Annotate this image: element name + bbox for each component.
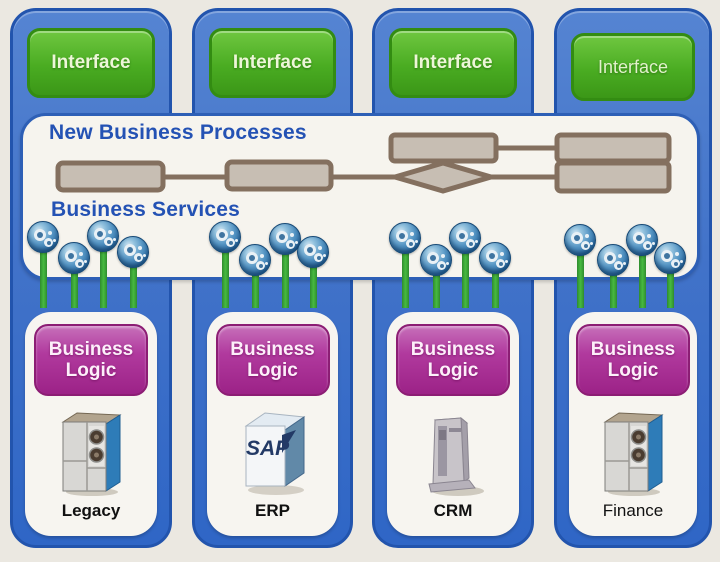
service-sphere-icon bbox=[389, 222, 421, 254]
interface-box: Interface bbox=[209, 28, 336, 98]
service-sphere-icon bbox=[297, 236, 329, 268]
system-label: Finance bbox=[602, 501, 664, 520]
service-stem-connector bbox=[433, 260, 440, 308]
service-stem-connector bbox=[282, 239, 289, 308]
business-logic-box: Business Logic bbox=[576, 324, 690, 396]
business-logic-label: Business bbox=[410, 338, 496, 360]
service-sphere-icon bbox=[564, 224, 596, 256]
interface-label: Interface bbox=[597, 56, 669, 77]
service-stem-connector bbox=[310, 252, 317, 308]
interface-box: Interface bbox=[571, 33, 695, 101]
interface-box: Interface bbox=[27, 28, 155, 98]
business-logic-label: Business bbox=[590, 338, 676, 360]
service-sphere-icon bbox=[87, 220, 119, 252]
services-title: Business Services bbox=[51, 198, 241, 221]
service-stem-connector bbox=[252, 260, 259, 308]
business-logic-box: Business Logic bbox=[396, 324, 510, 396]
system-panel: Business Logic bbox=[25, 312, 157, 536]
service-stem-connector bbox=[40, 237, 47, 308]
service-sphere-icon bbox=[117, 236, 149, 268]
interface-label: Interface bbox=[232, 52, 313, 73]
service-sphere-icon bbox=[209, 221, 241, 253]
business-logic-label: Business bbox=[230, 338, 315, 360]
service-stem-connector bbox=[577, 240, 584, 308]
sap-box-icon: SAP bbox=[238, 404, 308, 500]
business-logic-label: Logic bbox=[427, 360, 479, 381]
system-label: Legacy bbox=[61, 501, 121, 520]
system-label: CRM bbox=[433, 501, 473, 520]
business-logic-label: Business bbox=[48, 338, 134, 360]
system-label: ERP bbox=[255, 501, 290, 520]
service-sphere-icon bbox=[626, 224, 658, 256]
service-sphere-icon bbox=[27, 221, 59, 253]
business-logic-box: Business Logic bbox=[215, 324, 330, 396]
service-stem-connector bbox=[130, 252, 137, 308]
system-panel: Business Logic bbox=[569, 312, 697, 536]
service-stem-connector bbox=[492, 258, 499, 308]
service-stem-connector bbox=[71, 258, 78, 308]
interface-box: Interface bbox=[389, 28, 517, 98]
svg-text:SAP: SAP bbox=[246, 437, 290, 460]
service-sphere-icon bbox=[420, 244, 452, 276]
service-stem-connector bbox=[462, 238, 469, 308]
processes-title: New Business Processes bbox=[49, 121, 307, 144]
service-stem-connector bbox=[639, 240, 646, 308]
service-sphere-icon bbox=[269, 223, 301, 255]
mainframe-icon bbox=[598, 404, 668, 500]
business-logic-label: Logic bbox=[607, 360, 659, 381]
business-logic-box: Business Logic bbox=[34, 324, 148, 396]
interface-label: Interface bbox=[413, 52, 493, 73]
system-panel: Business Logic CRM bbox=[387, 312, 519, 536]
system-column-legacy: Interface Business Logic bbox=[10, 8, 172, 548]
service-stem-connector bbox=[610, 260, 617, 308]
tower-server-icon bbox=[418, 404, 488, 500]
service-sphere-icon bbox=[654, 242, 686, 274]
service-sphere-icon bbox=[597, 244, 629, 276]
service-sphere-icon bbox=[479, 242, 511, 274]
service-sphere-icon bbox=[58, 242, 90, 274]
business-logic-label: Logic bbox=[65, 360, 117, 381]
system-panel: Business Logic SAP ERP bbox=[207, 312, 338, 536]
business-logic-label: Logic bbox=[247, 360, 298, 381]
service-sphere-icon bbox=[239, 244, 271, 276]
service-stem-connector bbox=[667, 258, 674, 308]
mainframe-icon bbox=[56, 404, 126, 500]
service-stem-connector bbox=[222, 237, 229, 308]
service-stem-connector bbox=[100, 236, 107, 308]
service-stem-connector bbox=[402, 238, 409, 308]
service-sphere-icon bbox=[449, 222, 481, 254]
interface-label: Interface bbox=[51, 52, 131, 73]
